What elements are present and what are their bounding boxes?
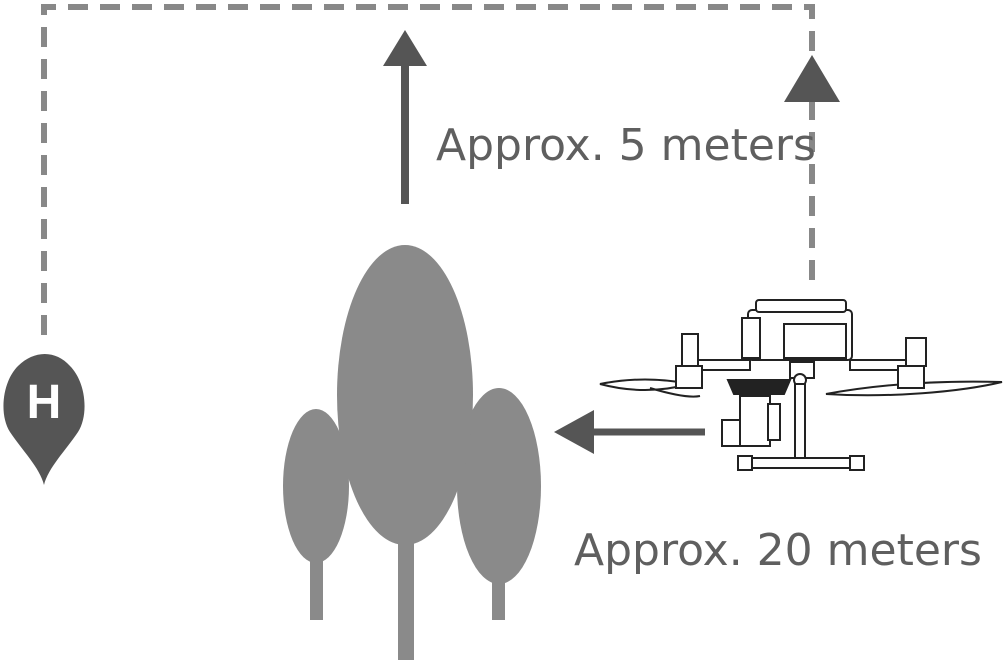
tree-trunk-center bbox=[398, 530, 414, 660]
horizontal-distance-label: Approx. 20 meters bbox=[574, 525, 982, 576]
drone-landing-leg bbox=[794, 383, 806, 465]
tree-crown-right bbox=[457, 388, 541, 584]
return-path-arrowhead bbox=[784, 55, 840, 102]
drone-propeller-left-b bbox=[649, 387, 701, 398]
drone-motor-right bbox=[897, 365, 925, 389]
tree-icon bbox=[283, 245, 541, 660]
drone-motor-left bbox=[675, 365, 703, 389]
vertical-distance-label: Approx. 5 meters bbox=[436, 120, 816, 171]
tree-crown-left bbox=[283, 409, 349, 563]
arrow-up-icon bbox=[383, 30, 427, 204]
return-path bbox=[41, 4, 815, 335]
drone-icon bbox=[599, 299, 1003, 471]
tree-crown-center bbox=[337, 245, 473, 545]
home-point-icon: H bbox=[3, 354, 85, 485]
arrow-left-icon bbox=[554, 410, 705, 454]
drone-landing-skid bbox=[739, 457, 863, 469]
return-path-line bbox=[41, 4, 815, 335]
home-point-letter: H bbox=[27, 376, 62, 429]
tree-trunk-left bbox=[310, 545, 323, 620]
